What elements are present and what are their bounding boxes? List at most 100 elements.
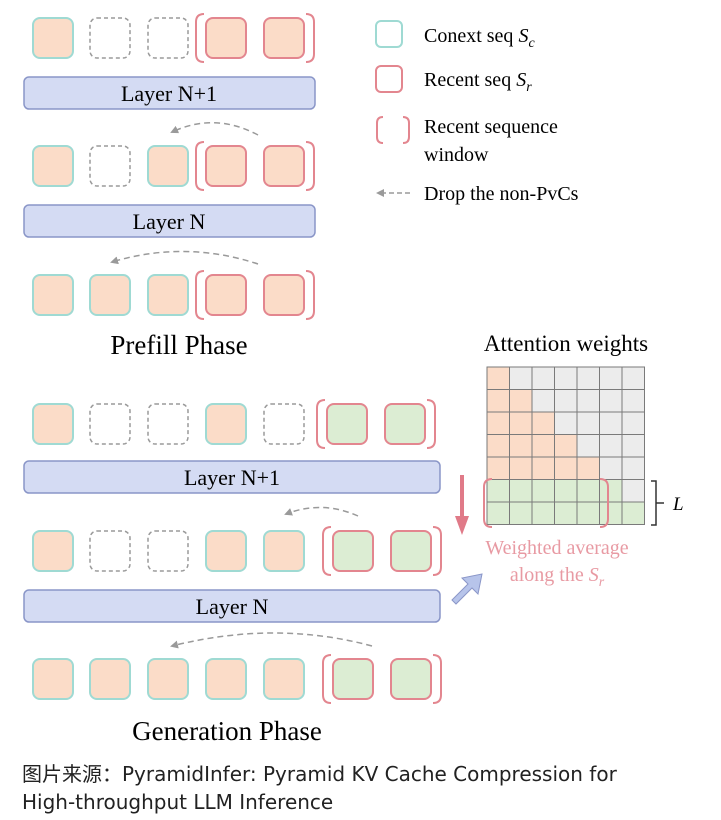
- attention-cell: [486, 411, 510, 435]
- window-bracket-right: [305, 270, 315, 320]
- attention-cell: [486, 434, 510, 458]
- attention-cell: [554, 366, 578, 390]
- caption-line-1: 图片来源：PyramidInfer: Pyramid KV Cache Comp…: [22, 762, 617, 786]
- legend-window-bracket-left: [376, 116, 384, 144]
- generation-layer-n-bar: [23, 589, 441, 623]
- dropped-token: [147, 17, 189, 59]
- attention-cell: [621, 389, 645, 413]
- context-token: [32, 403, 74, 445]
- dropped-token: [147, 403, 189, 445]
- attention-cell: [554, 456, 578, 480]
- generation-layer-n1-label: Layer N+1: [184, 465, 280, 490]
- attention-cell: [531, 434, 555, 458]
- legend-window-label-line2: window: [424, 144, 489, 166]
- attention-cell: [486, 366, 510, 390]
- prefill-phase: Layer N+1 Layer N Prefill Phase: [23, 13, 316, 360]
- attention-cell: [554, 411, 578, 435]
- generation-token-row-middle: [32, 526, 442, 576]
- recent-token: [332, 530, 374, 572]
- context-token: [263, 530, 305, 572]
- generation-phase-title: Generation Phase: [132, 716, 322, 746]
- recent-token: [390, 530, 432, 572]
- generation-token-row-bottom: [32, 654, 442, 704]
- prefill-layer-n1-label: Layer N+1: [121, 81, 217, 106]
- window-bracket-left: [195, 141, 205, 191]
- attention-cell: [554, 479, 578, 503]
- legend-recent-swatch: [375, 65, 403, 93]
- attention-cell: [621, 411, 645, 435]
- recent-token: [390, 658, 432, 700]
- context-token: [205, 530, 247, 572]
- generation-layer-n-label: Layer N: [196, 594, 269, 619]
- weighted-average-line2: along the Sr: [510, 564, 605, 590]
- attention-cell: [554, 389, 578, 413]
- context-token: [89, 274, 131, 316]
- attention-cell: [509, 366, 533, 390]
- image-source-caption: 图片来源：PyramidInfer: Pyramid KV Cache Comp…: [22, 760, 702, 816]
- attention-cell: [486, 456, 510, 480]
- legend: Conext seq Sc Recent seq Sr Recent seque…: [375, 20, 579, 205]
- attention-weights: Attention weights L Weighted average alo…: [451, 331, 684, 605]
- context-token: [147, 658, 189, 700]
- context-token: [32, 17, 74, 59]
- window-bracket-left: [316, 399, 326, 449]
- generation-layer-n1-bar: [23, 460, 441, 494]
- attention-cell: [509, 389, 533, 413]
- drop-arrow: [170, 632, 373, 649]
- dropped-token: [89, 145, 131, 187]
- weighted-average-line1: Weighted average: [485, 537, 628, 559]
- attention-cell: [576, 501, 600, 525]
- attention-cell: [599, 479, 623, 503]
- attention-cell: [576, 456, 600, 480]
- attention-cell: [531, 366, 555, 390]
- prefill-phase-title: Prefill Phase: [110, 330, 247, 360]
- context-token: [89, 658, 131, 700]
- window-bracket-right: [426, 399, 436, 449]
- generation-phase: Layer N+1 Layer N: [23, 399, 442, 746]
- pink-down-arrow-head: [455, 516, 469, 535]
- recent-token: [263, 274, 305, 316]
- prefill-layer-n1-bar: [23, 76, 316, 110]
- drop-arrow: [284, 506, 359, 517]
- l-bracket: [651, 480, 657, 526]
- legend-drop-label: Drop the non-PvCs: [424, 183, 579, 205]
- recent-token: [263, 17, 305, 59]
- window-bracket-right: [305, 141, 315, 191]
- attention-cell: [554, 501, 578, 525]
- attention-cell: [509, 501, 533, 525]
- attention-cell: [599, 501, 623, 525]
- context-token: [205, 658, 247, 700]
- recent-token: [205, 17, 247, 59]
- attention-cell: [486, 479, 510, 503]
- window-bracket-left: [195, 13, 205, 63]
- legend-window-bracket-right: [402, 116, 410, 144]
- prefill-token-row-top: [32, 13, 315, 63]
- attention-cell: [599, 411, 623, 435]
- attention-cell: [509, 456, 533, 480]
- context-token: [263, 658, 305, 700]
- prefill-layer-n-bar: [23, 204, 316, 238]
- attention-cell: [509, 479, 533, 503]
- window-bracket-left: [195, 270, 205, 320]
- dropped-token: [89, 403, 131, 445]
- drop-arrow: [110, 250, 259, 265]
- attention-cell: [621, 456, 645, 480]
- attention-cell: [599, 456, 623, 480]
- attention-cell: [531, 389, 555, 413]
- attention-cell: [531, 479, 555, 503]
- attention-window-bracket-right: [599, 478, 609, 528]
- attention-cell: [576, 434, 600, 458]
- prefill-token-row-bottom: [32, 270, 315, 320]
- dropped-token: [263, 403, 305, 445]
- recent-token: [263, 145, 305, 187]
- attention-cell: [599, 366, 623, 390]
- legend-context-label: Conext seq Sc: [424, 25, 535, 51]
- attention-cell: [576, 389, 600, 413]
- recent-token: [205, 274, 247, 316]
- attention-cell: [621, 501, 645, 525]
- attention-cell: [599, 434, 623, 458]
- attention-cell: [576, 366, 600, 390]
- window-bracket-left: [322, 654, 332, 704]
- attention-cell: [621, 479, 645, 503]
